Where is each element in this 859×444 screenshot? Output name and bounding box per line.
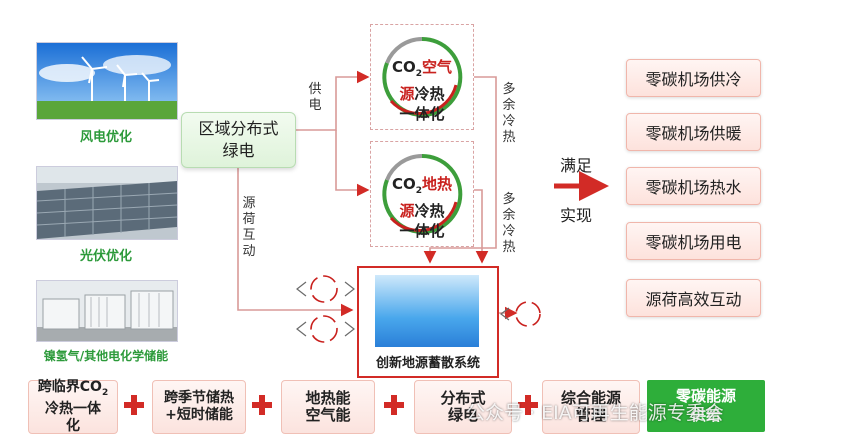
bottom-co2-sub: 2 <box>101 387 109 398</box>
air-heat-cold: 冷热 <box>414 85 445 103</box>
watermark-text: 公众号 · EIA可再生能源专委会 <box>466 402 724 424</box>
label-source-load: 源荷互动 <box>242 196 256 259</box>
bottom-geo-line1: 地热能 <box>305 389 351 407</box>
bottom-distributed-line2: 绿电 <box>447 406 478 424</box>
bottom-energy-management: 综合能源 管理 <box>542 380 640 434</box>
geo-heat-cold: 冷热 <box>414 202 445 220</box>
bottom-transcritical-co2: 跨临界CO2 冷热一体 化 <box>28 378 118 435</box>
final-line2: 供给 <box>690 406 721 424</box>
co2-air-cycle-box: CO2空气 源冷热 一体化 <box>370 24 474 130</box>
solar-roof-photo <box>36 166 178 240</box>
storage-containers-photo <box>36 280 178 342</box>
cycle-ring-icon <box>382 36 463 117</box>
outcome-heating: 零碳机场供暖 <box>626 113 761 151</box>
geo-co: CO <box>391 175 416 193</box>
plus-icon <box>252 395 272 415</box>
bottom-co2-line2: 冷热一体 <box>45 401 101 418</box>
storage-caption: 镍氢气/其他电化学储能 <box>43 349 169 363</box>
wind-caption: 风电优化 <box>79 130 132 145</box>
plus-icon <box>518 395 538 415</box>
outcome-electricity: 零碳机场用电 <box>626 222 761 260</box>
source-line2: 绿电 <box>222 141 255 160</box>
wind-turbine-photo <box>36 42 178 120</box>
bottom-seasonal-line1: 跨季节储热 <box>164 390 234 406</box>
geo-source: 源 <box>399 202 415 220</box>
bottom-management-line1: 综合能源 <box>560 389 621 407</box>
realize-label: 实现 <box>560 206 593 225</box>
bottom-geo-air-energy: 地热能 空气能 <box>281 380 375 434</box>
geo-co-sub: 2 <box>415 186 422 196</box>
geo-integration: 一体化 <box>399 222 445 240</box>
outcome-cooling: 零碳机场供冷 <box>626 59 761 97</box>
bottom-co2-line1: 跨临界CO <box>37 378 102 395</box>
label-surplus-1: 多余冷热 <box>502 82 516 145</box>
co2-geo-cycle-box: CO2地热 源冷热 一体化 <box>370 141 474 247</box>
air-integration: 一体化 <box>399 105 445 123</box>
ground-storage-system-box: 创新地源蓄散系统 <box>357 266 499 378</box>
regional-green-power-box: 区域分布式 绿电 <box>181 112 296 168</box>
bottom-seasonal-storage: 跨季节储热 +短时储能 <box>152 380 246 434</box>
geo-label: 地热 <box>422 175 453 193</box>
bottom-management-line2: 管理 <box>575 406 606 424</box>
bottom-geo-line2: 空气能 <box>305 406 351 424</box>
air-source: 源 <box>399 85 415 103</box>
solar-caption: 光伏优化 <box>79 249 132 264</box>
bottom-seasonal-line2: +短时储能 <box>165 407 233 423</box>
outcome-hot-water: 零碳机场热水 <box>626 167 761 205</box>
outcome-source-load: 源荷高效互动 <box>626 279 761 317</box>
storage-label: 创新地源蓄散系统 <box>375 356 480 371</box>
cycle-ring-icon <box>382 153 463 234</box>
air-co-sub: 2 <box>415 69 422 79</box>
bottom-distributed-line1: 分布式 <box>440 389 486 407</box>
plus-icon <box>124 395 144 415</box>
bottom-co2-line3: 化 <box>66 418 80 435</box>
label-power-supply: 供电 <box>308 82 322 113</box>
storage-tank-image <box>375 275 479 347</box>
label-surplus-2: 多余冷热 <box>502 192 516 255</box>
source-line1: 区域分布式 <box>198 119 279 138</box>
zero-carbon-supply-box: 零碳能源 供给 <box>647 380 765 432</box>
bottom-distributed-green: 分布式 绿电 <box>414 380 512 434</box>
plus-icon <box>384 395 404 415</box>
satisfy-label: 满足 <box>560 156 593 175</box>
final-line1: 零碳能源 <box>675 387 736 405</box>
air-co: CO <box>391 58 416 76</box>
air-label: 空气 <box>422 58 453 76</box>
